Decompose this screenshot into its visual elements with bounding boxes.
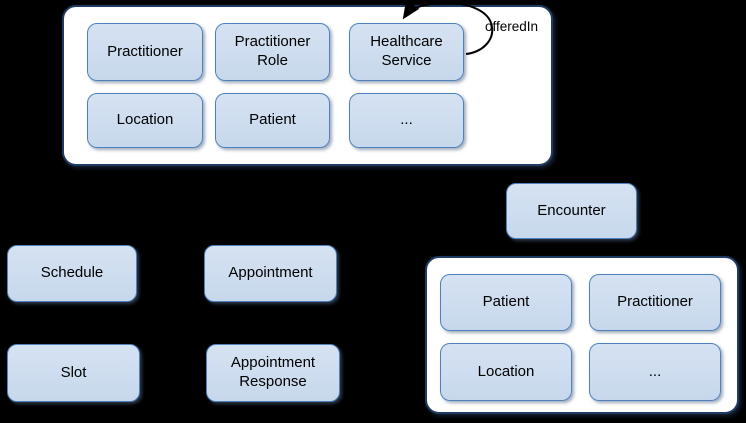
node-patient: Patient	[215, 93, 330, 148]
node-ellipsis-top: ...	[349, 93, 464, 148]
node-appointment-response: Appointment Response	[206, 344, 340, 402]
node-appointment: Appointment	[204, 245, 337, 302]
node-encounter: Encounter	[506, 183, 637, 239]
node-location-bottom: Location	[440, 343, 572, 401]
node-slot: Slot	[7, 344, 140, 402]
node-location: Location	[87, 93, 203, 148]
node-practitioner-bottom: Practitioner	[589, 274, 721, 331]
node-practitioner-role: Practitioner Role	[215, 23, 330, 81]
node-schedule: Schedule	[7, 245, 137, 302]
self-loop-label: offeredIn	[485, 19, 539, 34]
node-healthcare-service: Healthcare Service	[349, 23, 464, 81]
node-ellipsis-bottom: ...	[589, 343, 721, 401]
node-patient-bottom: Patient	[440, 274, 572, 331]
node-practitioner: Practitioner	[87, 23, 203, 81]
